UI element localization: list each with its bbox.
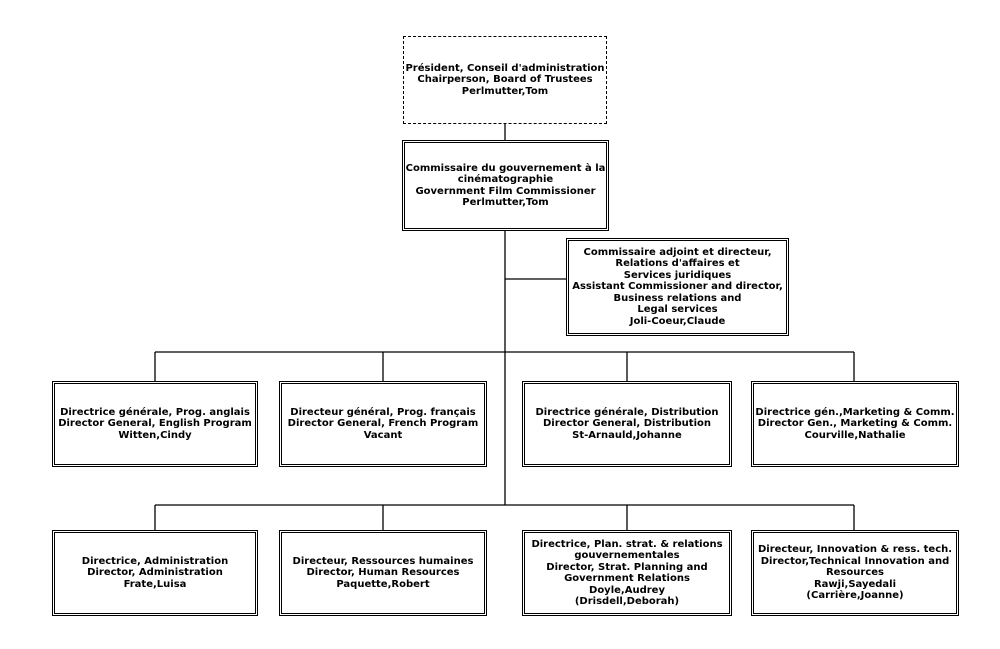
row1-box-french-program: Directeur général, Prog. français Direct… bbox=[279, 381, 487, 467]
row2-text-4: Directeur, Innovation & ress. tech. Dire… bbox=[754, 544, 956, 602]
row2-4-line-2: Director,Technical Innovation and bbox=[760, 555, 950, 567]
row1-3-line-3: St-Arnauld,Johanne bbox=[572, 429, 682, 441]
row2-4-line-1: Directeur, Innovation & ress. tech. bbox=[757, 544, 953, 556]
assistant-commissioner-box: Commissaire adjoint et directeur, Relati… bbox=[566, 238, 789, 336]
row1-1-line-1: Directrice générale, Prog. anglais bbox=[60, 406, 250, 418]
row1-1-line-2: Director General, English Program bbox=[58, 418, 252, 430]
board-chair-box: Président, Conseil d'administration Chai… bbox=[403, 36, 607, 124]
assistant-line-1: Commissaire adjoint et directeur, bbox=[583, 246, 772, 258]
row1-3-line-1: Directrice générale, Distribution bbox=[535, 406, 719, 418]
commissioner-box: Commissaire du gouvernement à la cinémat… bbox=[402, 140, 609, 231]
row2-3-line-6: (Drisdell,Deborah) bbox=[574, 596, 680, 607]
row1-text-4: Directrice gén.,Marketing & Comm. Direct… bbox=[751, 407, 958, 442]
row1-2-line-1: Directeur général, Prog. français bbox=[290, 406, 476, 418]
row2-2-line-1: Directeur, Ressources humaines bbox=[292, 555, 474, 567]
row1-box-english-program: Directrice générale, Prog. anglais Direc… bbox=[52, 381, 258, 467]
row1-text-3: Directrice générale, Distribution Direct… bbox=[531, 407, 722, 442]
commissioner-text: Commissaire du gouvernement à la cinémat… bbox=[402, 163, 610, 209]
row2-1-line-2: Director, Administration bbox=[87, 567, 223, 579]
assistant-line-4: Assistant Commissioner and director, bbox=[572, 281, 783, 293]
row1-1-line-3: Witten,Cindy bbox=[118, 429, 192, 441]
board-line-3: Perlmutter,Tom bbox=[461, 85, 549, 97]
row2-2-line-3: Paquette,Robert bbox=[336, 578, 430, 590]
assistant-line-3: Services juridiques bbox=[623, 269, 732, 281]
assistant-line-5: Business relations and bbox=[613, 292, 742, 304]
row1-4-line-2: Director Gen., Marketing & Comm. bbox=[757, 418, 953, 430]
assistant-line-2: Relations d'affaires et bbox=[615, 258, 740, 270]
commissioner-line-4: Perlmutter,Tom bbox=[462, 197, 549, 208]
commissioner-line-1: Commissaire du gouvernement à la bbox=[405, 162, 606, 174]
row1-box-marketing: Directrice gén.,Marketing & Comm. Direct… bbox=[751, 381, 959, 467]
row2-4-line-3: Resources bbox=[825, 567, 885, 579]
row2-4-line-5: (Carrière,Joanne) bbox=[806, 590, 904, 602]
row1-4-line-1: Directrice gén.,Marketing & Comm. bbox=[755, 406, 955, 418]
assistant-line-7: Joli-Coeur,Claude bbox=[629, 315, 726, 327]
row2-text-2: Directeur, Ressources humaines Director,… bbox=[289, 556, 478, 591]
row2-box-technical-innovation: Directeur, Innovation & ress. tech. Dire… bbox=[751, 530, 959, 616]
board-line-1: Président, Conseil d'administration bbox=[405, 62, 605, 74]
row1-text-2: Directeur général, Prog. français Direct… bbox=[284, 407, 483, 442]
row1-3-line-2: Director General, Distribution bbox=[542, 418, 711, 430]
commissioner-line-2: cinématographie bbox=[457, 174, 554, 185]
row2-2-line-2: Director, Human Resources bbox=[306, 567, 460, 579]
row2-1-line-1: Directrice, Administration bbox=[81, 555, 229, 567]
row2-3-line-5: Doyle,Audrey bbox=[589, 584, 665, 596]
board-chair-text: Président, Conseil d'administration Chai… bbox=[401, 63, 608, 98]
row1-text-1: Directrice générale, Prog. anglais Direc… bbox=[54, 407, 256, 442]
row2-box-administration: Directrice, Administration Director, Adm… bbox=[52, 530, 258, 616]
row2-3-line-1: Directrice, Plan. strat. & relations bbox=[531, 538, 723, 550]
assistant-line-6: Legal services bbox=[637, 304, 718, 316]
row2-box-strategic-planning: Directrice, Plan. strat. & relations gou… bbox=[522, 530, 732, 616]
commissioner-line-3: Government Film Commissioner bbox=[415, 185, 596, 197]
row2-3-line-2: gouvernementales bbox=[574, 550, 680, 561]
row2-text-1: Directrice, Administration Director, Adm… bbox=[78, 556, 232, 591]
assistant-commissioner-text: Commissaire adjoint et directeur, Relati… bbox=[568, 247, 787, 328]
row1-4-line-3: Courville,Nathalie bbox=[804, 429, 906, 441]
row2-text-3: Directrice, Plan. strat. & relations gou… bbox=[527, 539, 726, 608]
board-line-2: Chairperson, Board of Trustees bbox=[417, 74, 593, 86]
row1-box-distribution: Directrice générale, Distribution Direct… bbox=[522, 381, 732, 467]
row2-3-line-3: Director, Strat. Planning and bbox=[546, 561, 708, 573]
row2-3-line-4: Government Relations bbox=[564, 573, 690, 584]
row2-4-line-4: Rawji,Sayedali bbox=[813, 578, 897, 590]
row2-box-human-resources: Directeur, Ressources humaines Director,… bbox=[279, 530, 487, 616]
row2-1-line-3: Frate,Luisa bbox=[123, 578, 187, 590]
row1-2-line-3: Vacant bbox=[363, 429, 403, 441]
row1-2-line-2: Director General, French Program bbox=[287, 418, 479, 430]
